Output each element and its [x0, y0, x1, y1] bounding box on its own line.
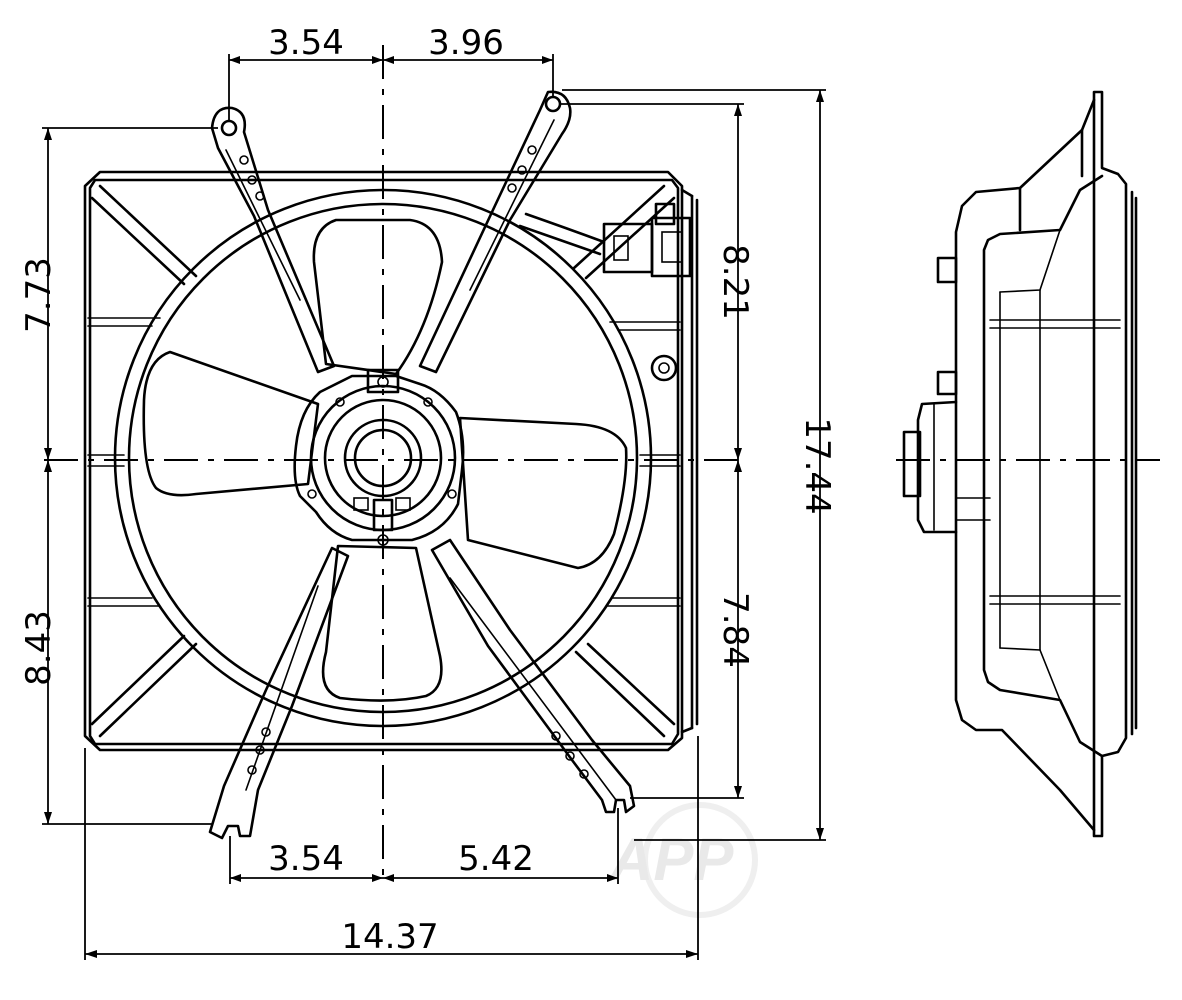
- wire-connector: [518, 202, 692, 278]
- dim-right-upper: 8.21: [715, 244, 755, 320]
- fan-blade-left: [142, 350, 320, 497]
- mount-bracket-upper-right: [418, 90, 572, 374]
- watermark-logo: APP: [608, 802, 758, 918]
- dim-top-left: 3.54: [268, 23, 344, 63]
- motor-hub: [293, 368, 465, 546]
- dimension-lines: [42, 54, 826, 960]
- dim-bottom-right: 5.42: [458, 839, 534, 879]
- dim-bottom-left: 3.54: [268, 839, 344, 879]
- watermark-text: APP: [608, 826, 734, 893]
- dim-right-lower: 7.84: [715, 592, 755, 668]
- fan-blade-bottom: [321, 544, 443, 702]
- dim-overall-width: 14.37: [341, 917, 438, 957]
- dim-left-upper: 7.73: [19, 257, 59, 333]
- fan-blade-top: [312, 218, 444, 376]
- front-view: [44, 45, 745, 885]
- mount-bracket-upper-left: [210, 106, 336, 374]
- dimension-labels: 3.54 3.96 3.54 5.42 14.37 7.73 8.43 8.21…: [19, 23, 837, 957]
- shroud-clip: [650, 354, 678, 382]
- fan-blade-right: [458, 416, 628, 570]
- dim-left-lower: 8.43: [19, 610, 59, 686]
- dim-overall-height: 17.44: [797, 417, 837, 514]
- side-view: [896, 90, 1160, 838]
- mount-bracket-lower-right: [430, 538, 636, 814]
- mount-bracket-lower-left: [208, 546, 350, 840]
- dim-top-right: 3.96: [428, 23, 504, 63]
- shroud-frame: [83, 170, 684, 752]
